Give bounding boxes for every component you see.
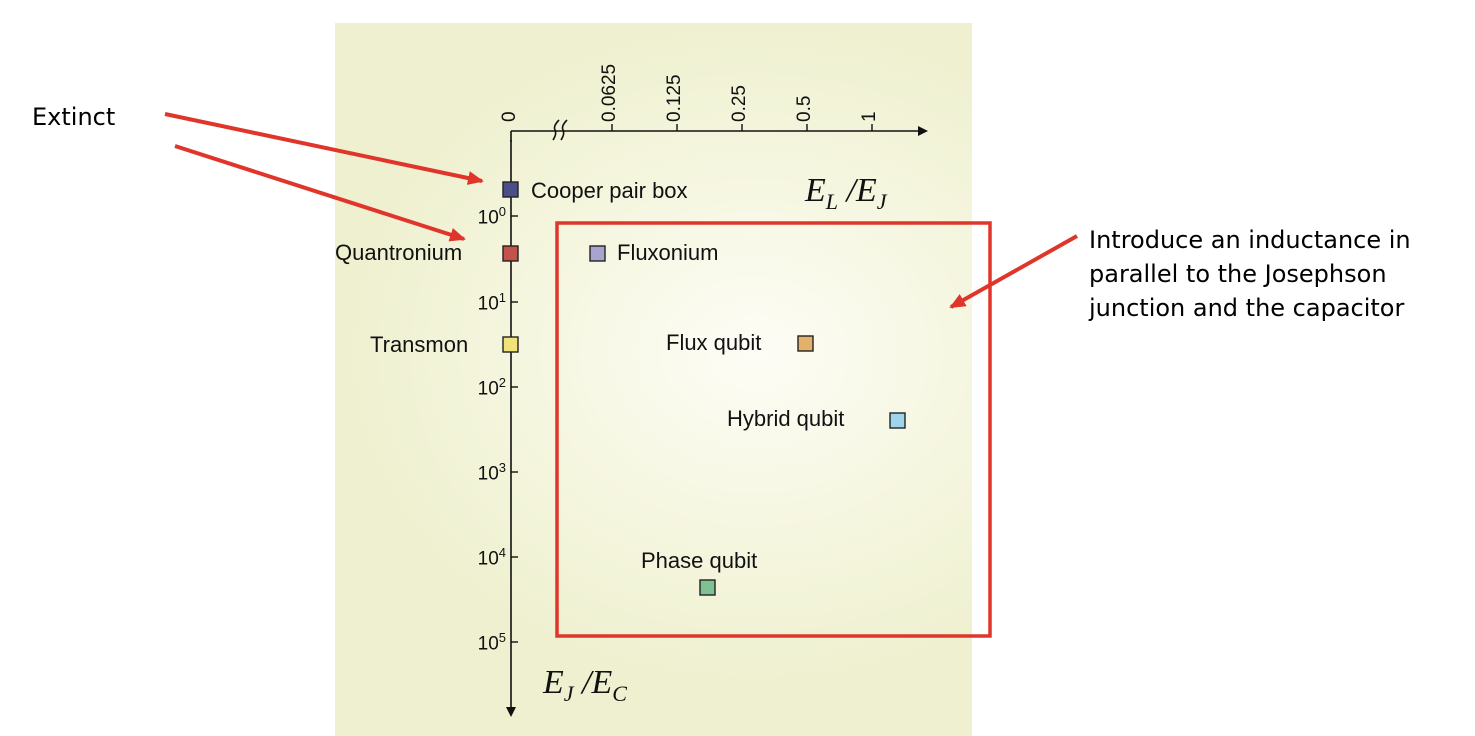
marker-transmon <box>502 336 519 353</box>
label-hybrid-qubit: Hybrid qubit <box>727 406 845 431</box>
y-tick-label: 104 <box>477 545 506 570</box>
extinct-annotation: Extinct <box>32 103 116 131</box>
highlight-box <box>555 221 992 638</box>
x-tick-label: 0.25 <box>729 85 750 122</box>
inductance-arrow <box>949 234 1078 309</box>
inductance-note-line-3: junction and the capacitor <box>1089 294 1405 322</box>
extinct-arrow-quantronium <box>174 144 466 242</box>
marker-fluxonium <box>589 245 606 262</box>
x-tick-label: 0.125 <box>664 74 685 122</box>
y-tick-label: 105 <box>477 630 506 655</box>
label-quantronium: Quantronium <box>335 240 463 265</box>
marker-flux-qubit <box>797 335 814 352</box>
inductance-note-line-1: Introduce an inductance in <box>1089 226 1411 254</box>
y-axis-title: EJ /EC <box>543 664 627 706</box>
label-fluxonium: Fluxonium <box>617 240 719 265</box>
label-cooper-pair-box: Cooper pair box <box>531 178 688 203</box>
y-tick-label: 102 <box>477 375 506 400</box>
label-phase-qubit: Phase qubit <box>641 548 758 573</box>
inductance-note-line-2: parallel to the Josephson <box>1089 260 1387 288</box>
marker-phase-qubit <box>699 579 716 596</box>
label-flux-qubit: Flux qubit <box>666 330 762 355</box>
x-axis-title: EL /EJ <box>805 172 887 214</box>
figure-panel <box>335 23 972 736</box>
label-transmon: Transmon <box>370 332 469 357</box>
x-tick-label: 0.5 <box>794 95 815 122</box>
extinct-arrow-cpb <box>164 112 484 185</box>
x-tick-label: 0 <box>499 111 520 122</box>
axis-break <box>552 119 568 141</box>
x-tick-label: 0.0625 <box>599 63 620 122</box>
y-tick-label: 103 <box>477 460 506 485</box>
y-tick-label: 101 <box>477 290 506 315</box>
marker-quantronium <box>502 245 519 262</box>
y-tick-label: 100 <box>477 204 506 229</box>
marker-cooper-pair-box <box>502 181 519 198</box>
x-tick-label: 1 <box>859 111 880 122</box>
marker-hybrid-qubit <box>889 412 906 429</box>
